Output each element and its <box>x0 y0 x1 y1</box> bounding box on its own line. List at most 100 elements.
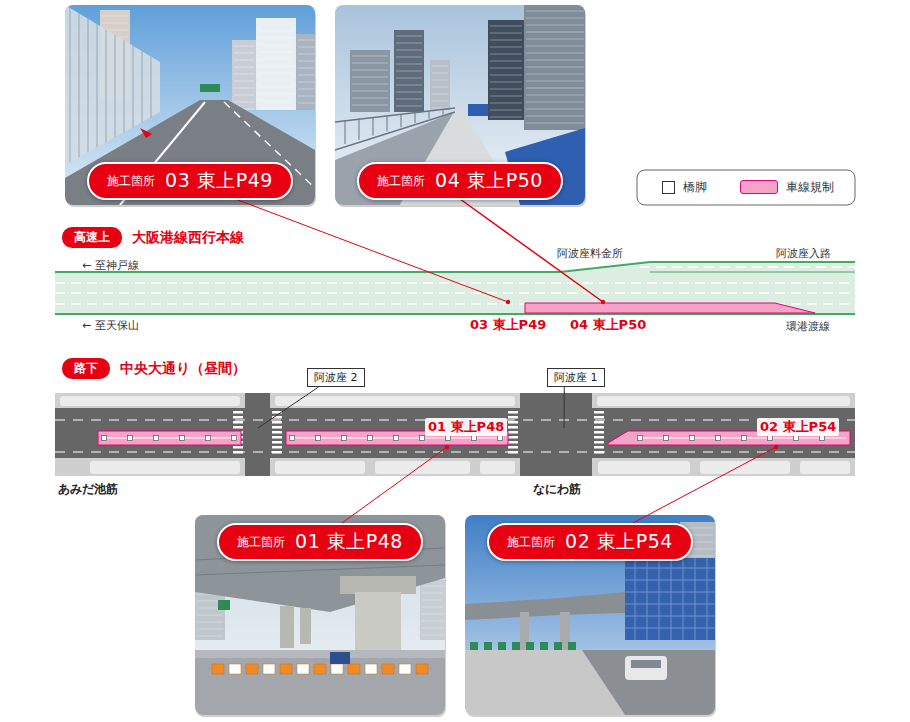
road-mark <box>140 128 152 138</box>
sky <box>195 515 445 715</box>
pier <box>300 608 311 644</box>
road-surface <box>582 650 715 715</box>
road-sign <box>218 600 230 610</box>
building-window <box>422 600 443 601</box>
building-window <box>396 85 422 86</box>
node-label: 高速上 <box>74 230 110 244</box>
node-title: 01 東上P48 <box>295 529 403 555</box>
leader-lines <box>235 199 778 524</box>
building-window <box>432 101 448 102</box>
node-title: 中央大通り（昼間） <box>120 360 246 378</box>
building-window <box>298 103 315 104</box>
building-window <box>352 98 388 99</box>
building-window <box>422 586 443 587</box>
city-block <box>800 461 850 474</box>
node-label: 阿波座 1 <box>554 371 598 384</box>
fence <box>498 642 506 650</box>
node-label: 路下 <box>74 361 98 375</box>
node-title: 04 東上P50 <box>435 168 543 194</box>
pier-mark <box>498 436 503 441</box>
building-window <box>490 82 522 83</box>
building-window <box>490 75 522 76</box>
building-window <box>298 54 315 55</box>
building-window <box>526 39 584 40</box>
fence <box>554 642 562 650</box>
building-window <box>432 80 448 81</box>
street-map <box>55 393 855 476</box>
railing-post <box>401 114 402 127</box>
building-window <box>234 102 254 103</box>
building-window <box>258 101 294 102</box>
building-window <box>490 117 522 118</box>
building-window <box>432 66 448 67</box>
legend-item: 車線規制 <box>740 179 834 196</box>
building-window <box>490 68 522 69</box>
building-window <box>258 94 294 95</box>
legend-item: 橋脚 <box>662 179 707 196</box>
building-window <box>490 40 522 41</box>
road-edge <box>560 262 855 272</box>
building-window <box>526 81 584 82</box>
map-label: なにわ筋 <box>533 481 581 498</box>
building-window <box>422 621 443 622</box>
city-block <box>375 461 470 474</box>
pier-mark <box>472 436 477 441</box>
building-window <box>197 622 223 623</box>
blue-sheet <box>468 104 488 116</box>
lane-line <box>640 266 855 268</box>
crosswalk <box>594 436 604 439</box>
traffic-barrier <box>348 664 360 674</box>
fence <box>568 642 576 650</box>
intersection-box: 阿波座 2 <box>307 368 365 387</box>
legend-text: 車線規制 <box>786 179 834 196</box>
building-window <box>258 59 294 60</box>
building-window <box>298 75 315 76</box>
building-window <box>258 24 294 25</box>
node-label: 施工箇所 <box>507 534 555 551</box>
traffic-barrier <box>365 664 377 674</box>
building-window <box>234 46 254 47</box>
building-window <box>396 92 422 93</box>
crosswalk <box>594 431 604 434</box>
building-window <box>352 91 388 92</box>
building-window <box>422 628 443 629</box>
building-window <box>490 54 522 55</box>
viaduct-deck <box>195 515 445 612</box>
building-window <box>234 60 254 61</box>
leader-line <box>564 387 565 428</box>
railing-post <box>429 112 430 119</box>
building-window <box>298 40 315 41</box>
scaffold-pipe <box>625 616 715 617</box>
city-block <box>275 396 515 406</box>
building-window <box>490 26 522 27</box>
building-window <box>526 25 584 26</box>
building-window <box>234 81 254 82</box>
building-window <box>352 70 388 71</box>
barrier-post <box>115 35 116 138</box>
lane-line <box>55 292 855 294</box>
pier-mark <box>180 436 185 441</box>
node-label: 施工箇所 <box>377 173 425 190</box>
road-sign <box>200 84 220 92</box>
site-badge: 施工箇所 04 東上P50 <box>357 162 563 200</box>
carriageway <box>55 272 855 314</box>
work-vehicle <box>330 652 350 664</box>
barrier-post <box>106 30 107 143</box>
building <box>232 40 256 110</box>
building-window <box>422 635 443 636</box>
leader-line <box>631 447 776 524</box>
legend-swatch <box>740 180 778 194</box>
pier-mark <box>290 436 295 441</box>
crosswalk <box>594 441 604 444</box>
legend-text: 橋脚 <box>683 179 707 196</box>
barrier-post <box>124 40 125 132</box>
crosswalk <box>508 426 518 429</box>
road-edge <box>650 272 855 273</box>
building-window <box>490 61 522 62</box>
city-block <box>480 461 515 474</box>
crosswalk <box>508 416 518 419</box>
building-window <box>234 95 254 96</box>
building-window <box>526 67 584 68</box>
map-label: 環港渡線 <box>786 319 830 334</box>
